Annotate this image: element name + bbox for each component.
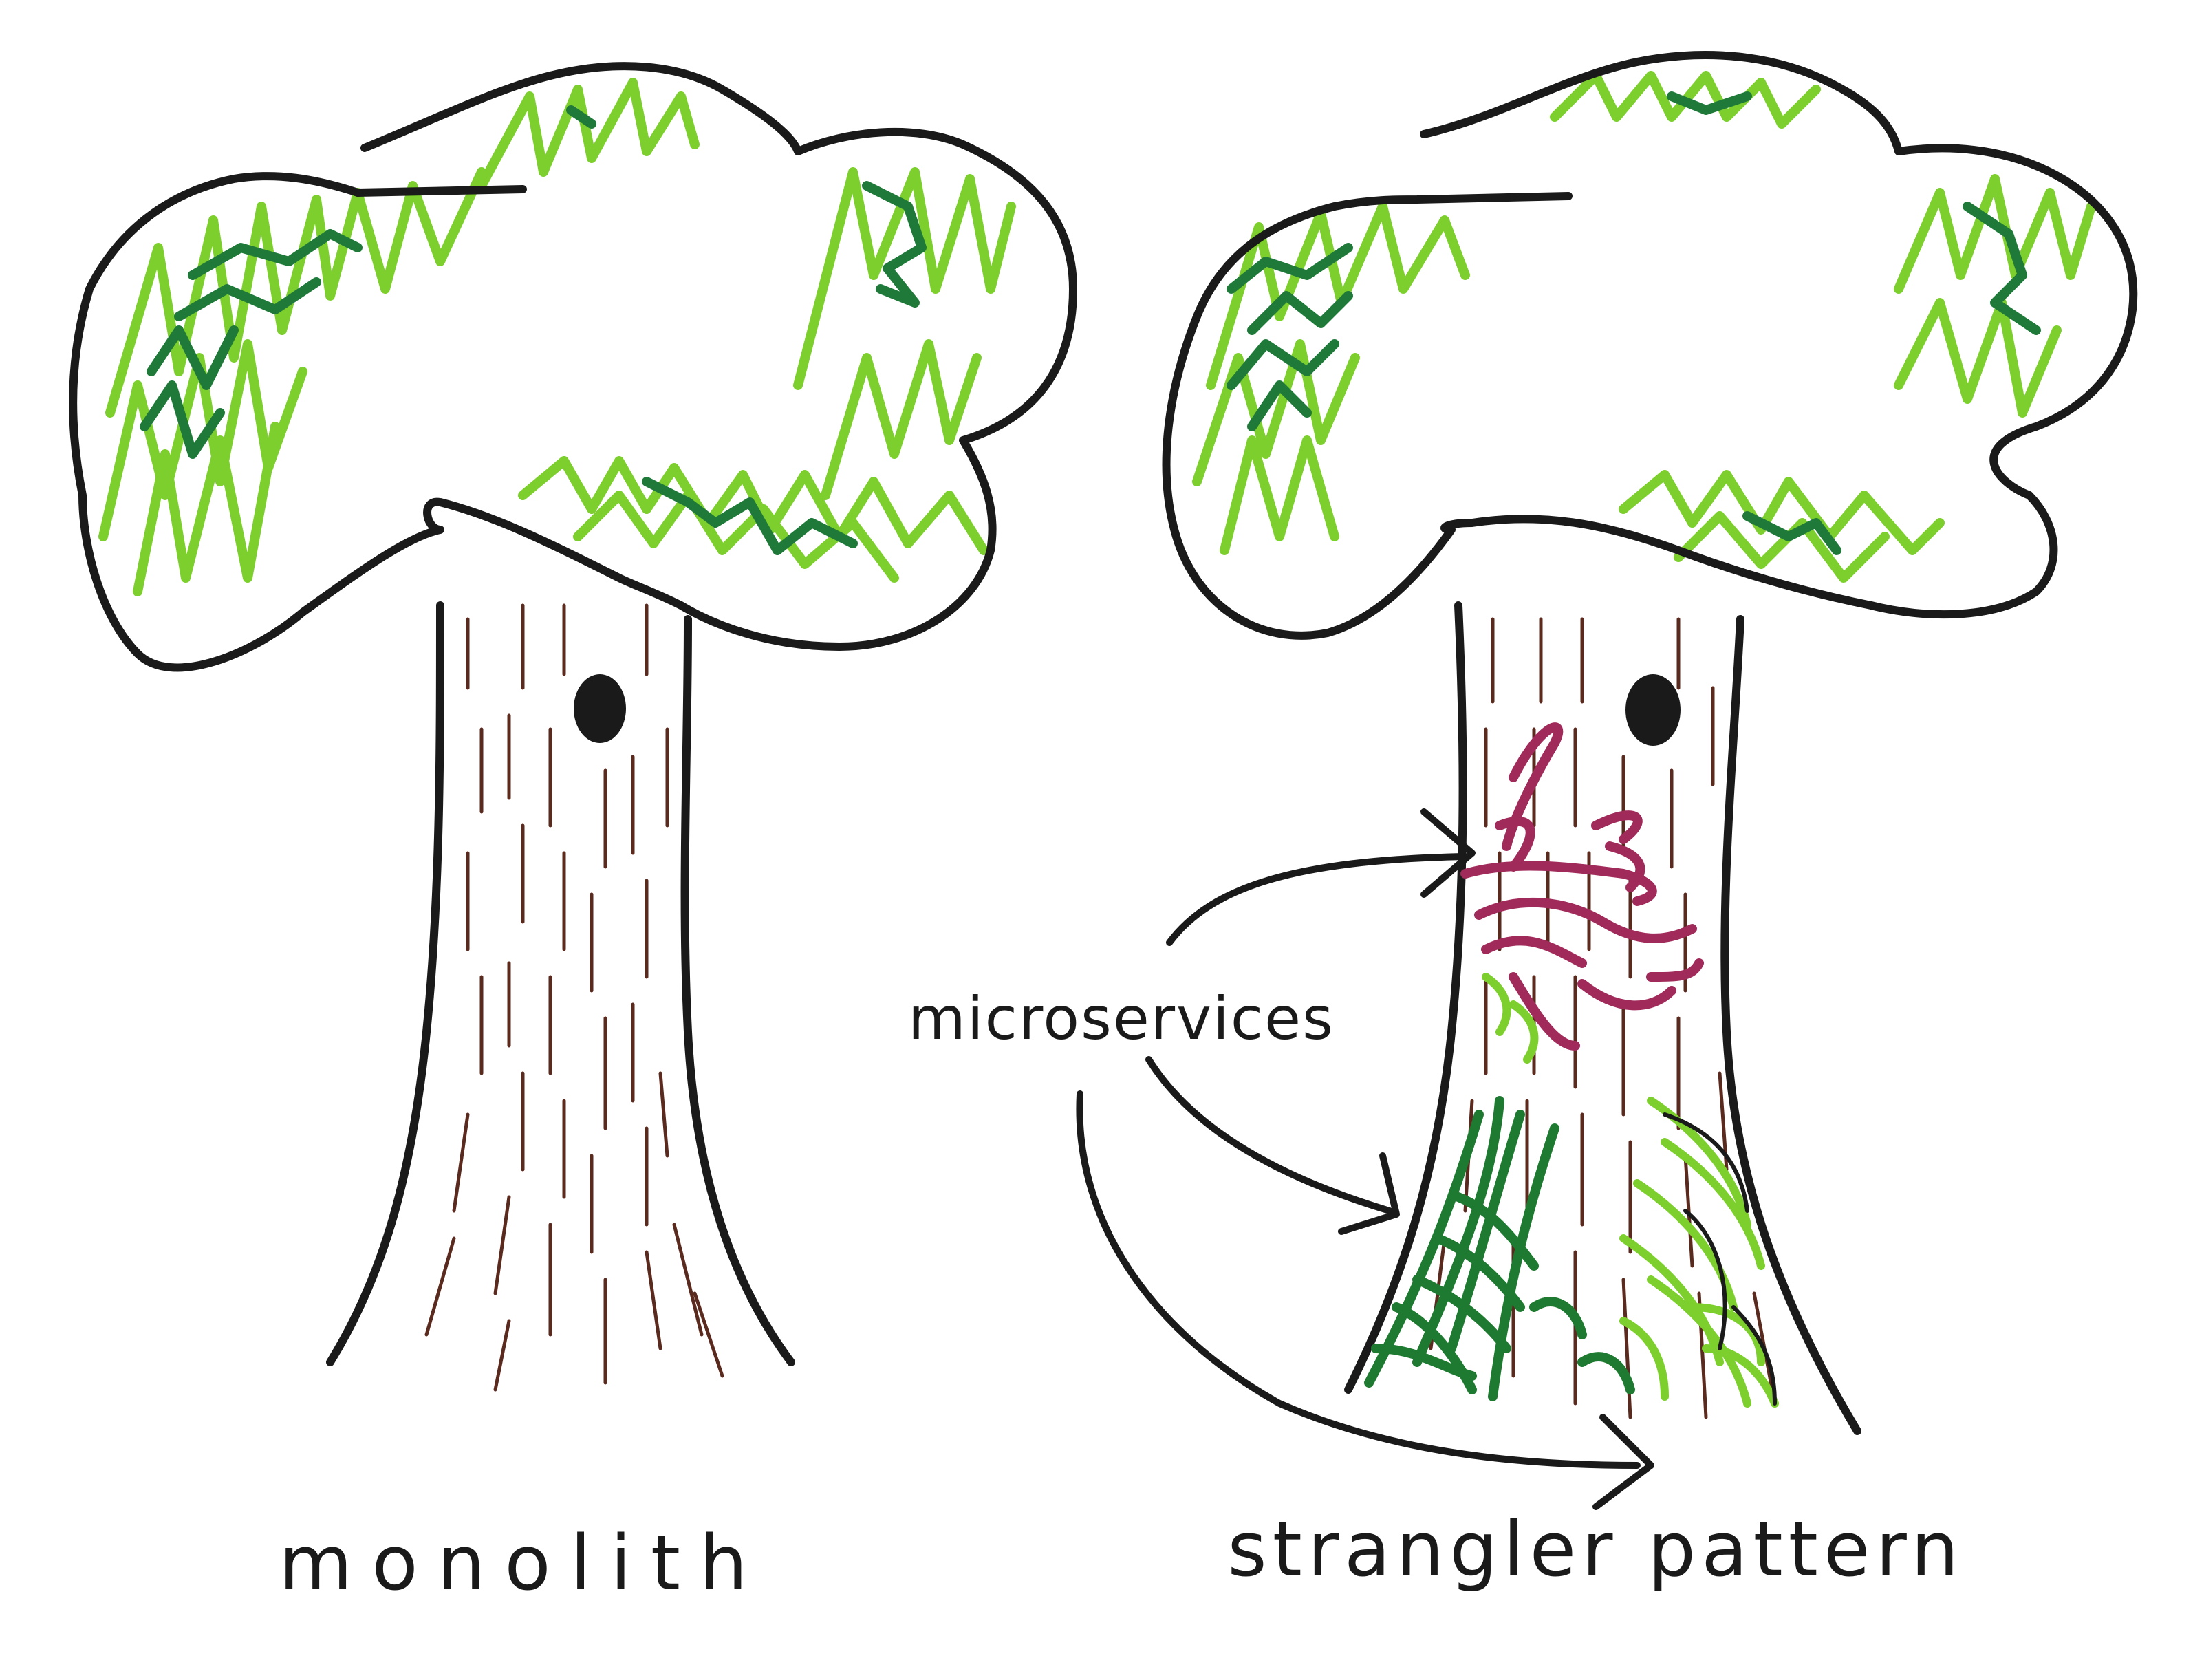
microservices-label: microservices (908, 984, 1335, 1053)
strangler-canopy-leaves (1192, 71, 2096, 583)
arrow-to-lower-vines-head (1592, 1414, 1654, 1510)
arrow-to-upper-vines (1166, 853, 1469, 946)
monolith-trunk-right-edge (680, 615, 795, 1366)
dark-green-vines (1364, 1096, 1635, 1401)
dark-outline-vines (1663, 1112, 1777, 1406)
monolith-canopy-leaves (98, 78, 1016, 596)
arrow-to-upper-vines-head (1420, 808, 1476, 898)
microservices-arrows: microservices (908, 808, 1654, 1510)
monolith-bark-lines (424, 603, 724, 1392)
monolith-knot-hole (574, 674, 626, 743)
arrow-to-middle-vines (1145, 1056, 1393, 1214)
light-green-vines (1482, 973, 1779, 1408)
strangler-trunk-right-edge (1720, 615, 1861, 1435)
strangler-tree: strangler pattern (1162, 51, 2138, 1593)
magenta-vines (1460, 722, 1704, 1051)
monolith-tree: monolith (69, 62, 1077, 1607)
monolith-label: monolith (279, 1519, 766, 1607)
monolith-canopy-outline (69, 62, 1077, 672)
strangler-knot-hole (1625, 674, 1681, 746)
arrow-to-lower-vines (1076, 1090, 1641, 1469)
strangler-trunk-left-edge (1344, 601, 1467, 1394)
strangler-canopy-outline (1162, 51, 2138, 640)
arrow-to-middle-vines-head (1338, 1152, 1400, 1235)
strangler-pattern-label: strangler pattern (1227, 1505, 1964, 1593)
monolith-trunk-left-edge (326, 601, 444, 1366)
